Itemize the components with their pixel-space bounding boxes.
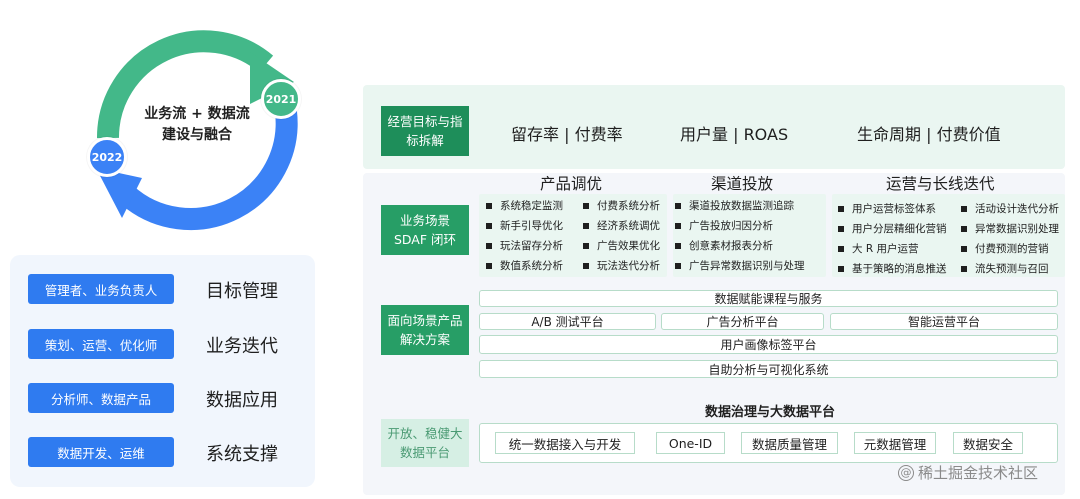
- list-item: 创意素材报表分析: [675, 238, 773, 253]
- solution-self-service-bi: 自助分析与可视化系统: [479, 360, 1058, 378]
- role-function: 目标管理: [206, 281, 278, 302]
- role-row: 分析师、数据产品 数据应用: [28, 383, 308, 413]
- list-item: 玩法迭代分析: [583, 258, 660, 273]
- platform-chip-metadata: 元数据管理: [854, 432, 936, 454]
- green-arrowhead: [250, 52, 294, 104]
- list-item: 异常数据识别处理: [961, 221, 1059, 236]
- column-title-channel: 渠道投放: [711, 175, 774, 193]
- list-item: 新手引导优化: [486, 218, 563, 233]
- cycle-title-line1: 业务流 + 数据流: [144, 106, 250, 122]
- scenarios-label: 业务场景 SDAF 闭环: [381, 205, 469, 255]
- year-badge-2021: 2021: [261, 79, 301, 119]
- goals-label: 经营目标与指标拆解: [381, 106, 469, 156]
- cycle-title-line2: 建设与融合: [162, 127, 232, 143]
- platform-chip-quality: 数据质量管理: [741, 432, 838, 454]
- list-item: 玩法留存分析: [486, 238, 563, 253]
- role-button: 数据开发、运维: [28, 437, 174, 467]
- blue-arrowhead: [96, 168, 142, 218]
- list-item: 广告异常数据识别与处理: [675, 258, 805, 273]
- list-item: 付费预测的营销: [961, 241, 1049, 256]
- role-row: 管理者、业务负责人 目标管理: [28, 274, 308, 304]
- solution-ab-testing: A/B 测试平台: [479, 313, 656, 330]
- column-title-product: 产品调优: [540, 175, 603, 193]
- solution-smart-ops: 智能运营平台: [830, 313, 1058, 330]
- kpi-users: 用户量 | ROAS: [680, 125, 789, 144]
- list-item: 广告效果优化: [583, 238, 660, 253]
- cycle-arrows: [96, 30, 298, 231]
- list-item: 广告投放归因分析: [675, 218, 773, 233]
- at-icon: @: [898, 464, 914, 481]
- role-function: 数据应用: [206, 390, 278, 411]
- cycle-title: 业务流 + 数据流 建设与融合: [122, 104, 272, 146]
- platform-chip-ingestion: 统一数据接入与开发: [495, 432, 635, 454]
- role-row: 策划、运营、优化师 业务迭代: [28, 329, 308, 359]
- platform-title: 数据治理与大数据平台: [704, 405, 835, 420]
- role-button: 管理者、业务负责人: [28, 274, 174, 304]
- roles-panel: 管理者、业务负责人 目标管理 策划、运营、优化师 业务迭代 分析师、数据产品 数…: [10, 255, 315, 487]
- year-badge-2022: 2022: [87, 137, 127, 177]
- solution-user-profile: 用户画像标签平台: [479, 335, 1058, 354]
- role-button: 策划、运营、优化师: [28, 329, 174, 359]
- green-arc: [96, 30, 274, 139]
- list-item: 数值系统分析: [486, 258, 563, 273]
- list-item: 用户运营标签体系: [838, 201, 936, 216]
- role-function: 系统支撑: [206, 444, 278, 465]
- kpi-retention: 留存率 | 付费率: [511, 125, 623, 144]
- list-item: 活动设计迭代分析: [961, 201, 1059, 216]
- list-item: 基于策略的消息推送: [838, 261, 947, 276]
- solution-ad-analytics: 广告分析平台: [661, 313, 824, 330]
- cycle-diagram: 业务流 + 数据流 建设与融合 2021 2022: [70, 8, 320, 243]
- kpi-lifecycle: 生命周期 | 付费价值: [857, 125, 1001, 144]
- role-function: 业务迭代: [206, 336, 278, 357]
- watermark: @ 稀土掘金技术社区: [898, 462, 1038, 483]
- platform-chip-security: 数据安全: [953, 432, 1023, 454]
- platform-chip-oneid: One-ID: [656, 432, 725, 454]
- list-item: 大 R 用户运营: [838, 241, 918, 256]
- list-item: 付费系统分析: [583, 198, 660, 213]
- list-item: 用户分层精细化营销: [838, 221, 947, 236]
- platform-label: 开放、稳健大数据平台: [381, 419, 469, 467]
- role-button: 分析师、数据产品: [28, 383, 174, 413]
- list-item: 流失预测与召回: [961, 261, 1049, 276]
- role-row: 数据开发、运维 系统支撑: [28, 437, 308, 467]
- list-item: 经济系统调优: [583, 218, 660, 233]
- list-item: 系统稳定监测: [486, 198, 563, 213]
- blue-arc: [118, 110, 298, 231]
- solution-courses: 数据赋能课程与服务: [479, 290, 1058, 307]
- list-item: 渠道投放数据监测追踪: [675, 198, 794, 213]
- watermark-text: 稀土掘金技术社区: [918, 464, 1039, 482]
- column-title-operations: 运营与长线迭代: [886, 175, 995, 193]
- solutions-label: 面向场景产品解决方案: [381, 305, 469, 355]
- goals-band: [363, 85, 1065, 169]
